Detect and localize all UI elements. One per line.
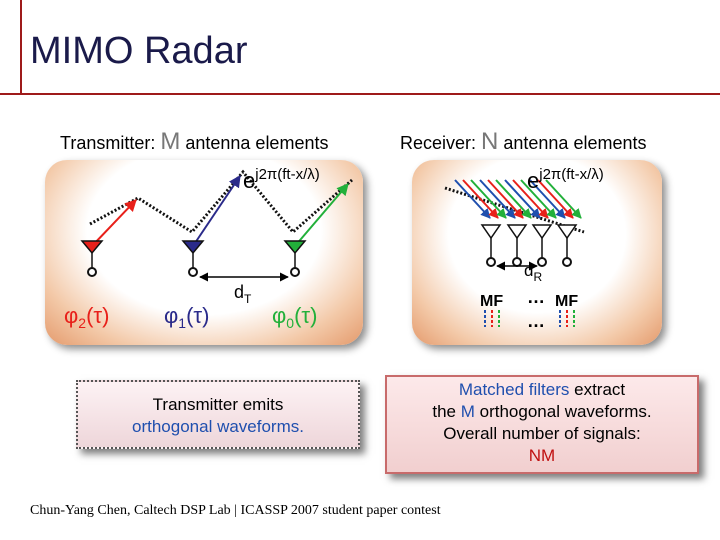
receiver-heading-var: N: [481, 128, 499, 155]
rx-antenna-2: [506, 224, 528, 267]
rx-output-ticks: [484, 310, 575, 327]
receiver-note-line1: Matched filters extract: [387, 379, 697, 400]
rx-antenna-3: [531, 224, 553, 267]
rx-incoming-rays: [454, 179, 582, 219]
receiver-note-line4: NM: [528, 446, 556, 465]
tx-antenna-1: [181, 240, 205, 277]
transmitter-heading-var: M: [160, 128, 181, 155]
receiver-note-line2-var: M: [460, 402, 475, 421]
phase-label-0: φ0(τ): [272, 303, 317, 331]
transmitter-note-box: Transmitter emits orthogonal waveforms.: [76, 380, 360, 449]
slide-title: MIMO Radar: [30, 30, 248, 72]
transmitter-panel: [45, 160, 363, 345]
transmitter-heading-suffix: antenna elements: [180, 133, 329, 153]
phase-label-2: φ2(τ): [64, 303, 109, 331]
tx-ray-green: [294, 183, 349, 247]
tx-antenna-2: [80, 240, 104, 277]
transmitter-heading: Transmitter: M antenna elements: [60, 128, 328, 156]
tx-ray-red: [91, 199, 137, 247]
receiver-note-line2: the M orthogonal waveforms.: [387, 401, 697, 422]
receiver-note-line1-rest: extract: [569, 380, 626, 399]
footer-credit: Chun-Yang Chen, Caltech DSP Lab | ICASSP…: [30, 503, 441, 518]
tx-antenna-0: [283, 240, 307, 277]
receiver-note-line3: Overall number of signals:: [443, 424, 641, 443]
phase-label-1: φ1(τ): [164, 303, 209, 331]
rx-spacing-label: dR: [524, 261, 542, 284]
rx-wave-label: ej2π(ft-x/λ): [527, 166, 604, 193]
receiver-note-box: Matched filters extract the M orthogonal…: [385, 375, 699, 474]
transmitter-note-line2: orthogonal waveforms.: [132, 417, 304, 436]
rx-ellipsis-top: …: [527, 287, 545, 307]
tx-wave-label: ej2π(ft-x/λ): [243, 166, 320, 193]
tx-ray-navy: [192, 175, 241, 247]
rx-ellipsis-bottom: …: [527, 311, 545, 331]
receiver-note-line2-prefix: the: [432, 402, 461, 421]
tx-spacing-label: dT: [234, 282, 252, 306]
rx-antenna-1: [480, 224, 502, 267]
receiver-heading: Receiver: N antenna elements: [400, 128, 646, 156]
transmitter-heading-prefix: Transmitter:: [60, 133, 161, 153]
receiver-note-line2-rest: orthogonal waveforms.: [474, 402, 652, 421]
mf-label-right: MF: [555, 293, 578, 310]
title-rule-vertical: [20, 0, 22, 95]
transmitter-note-line1: Transmitter emits: [152, 395, 284, 414]
receiver-note-highlight: Matched filters: [458, 380, 570, 399]
receiver-heading-prefix: Receiver:: [400, 133, 482, 153]
mf-label-left: MF: [480, 293, 503, 310]
receiver-heading-suffix: antenna elements: [498, 133, 647, 153]
title-rule-horizontal: [0, 93, 720, 95]
rx-antenna-4: [556, 224, 578, 267]
